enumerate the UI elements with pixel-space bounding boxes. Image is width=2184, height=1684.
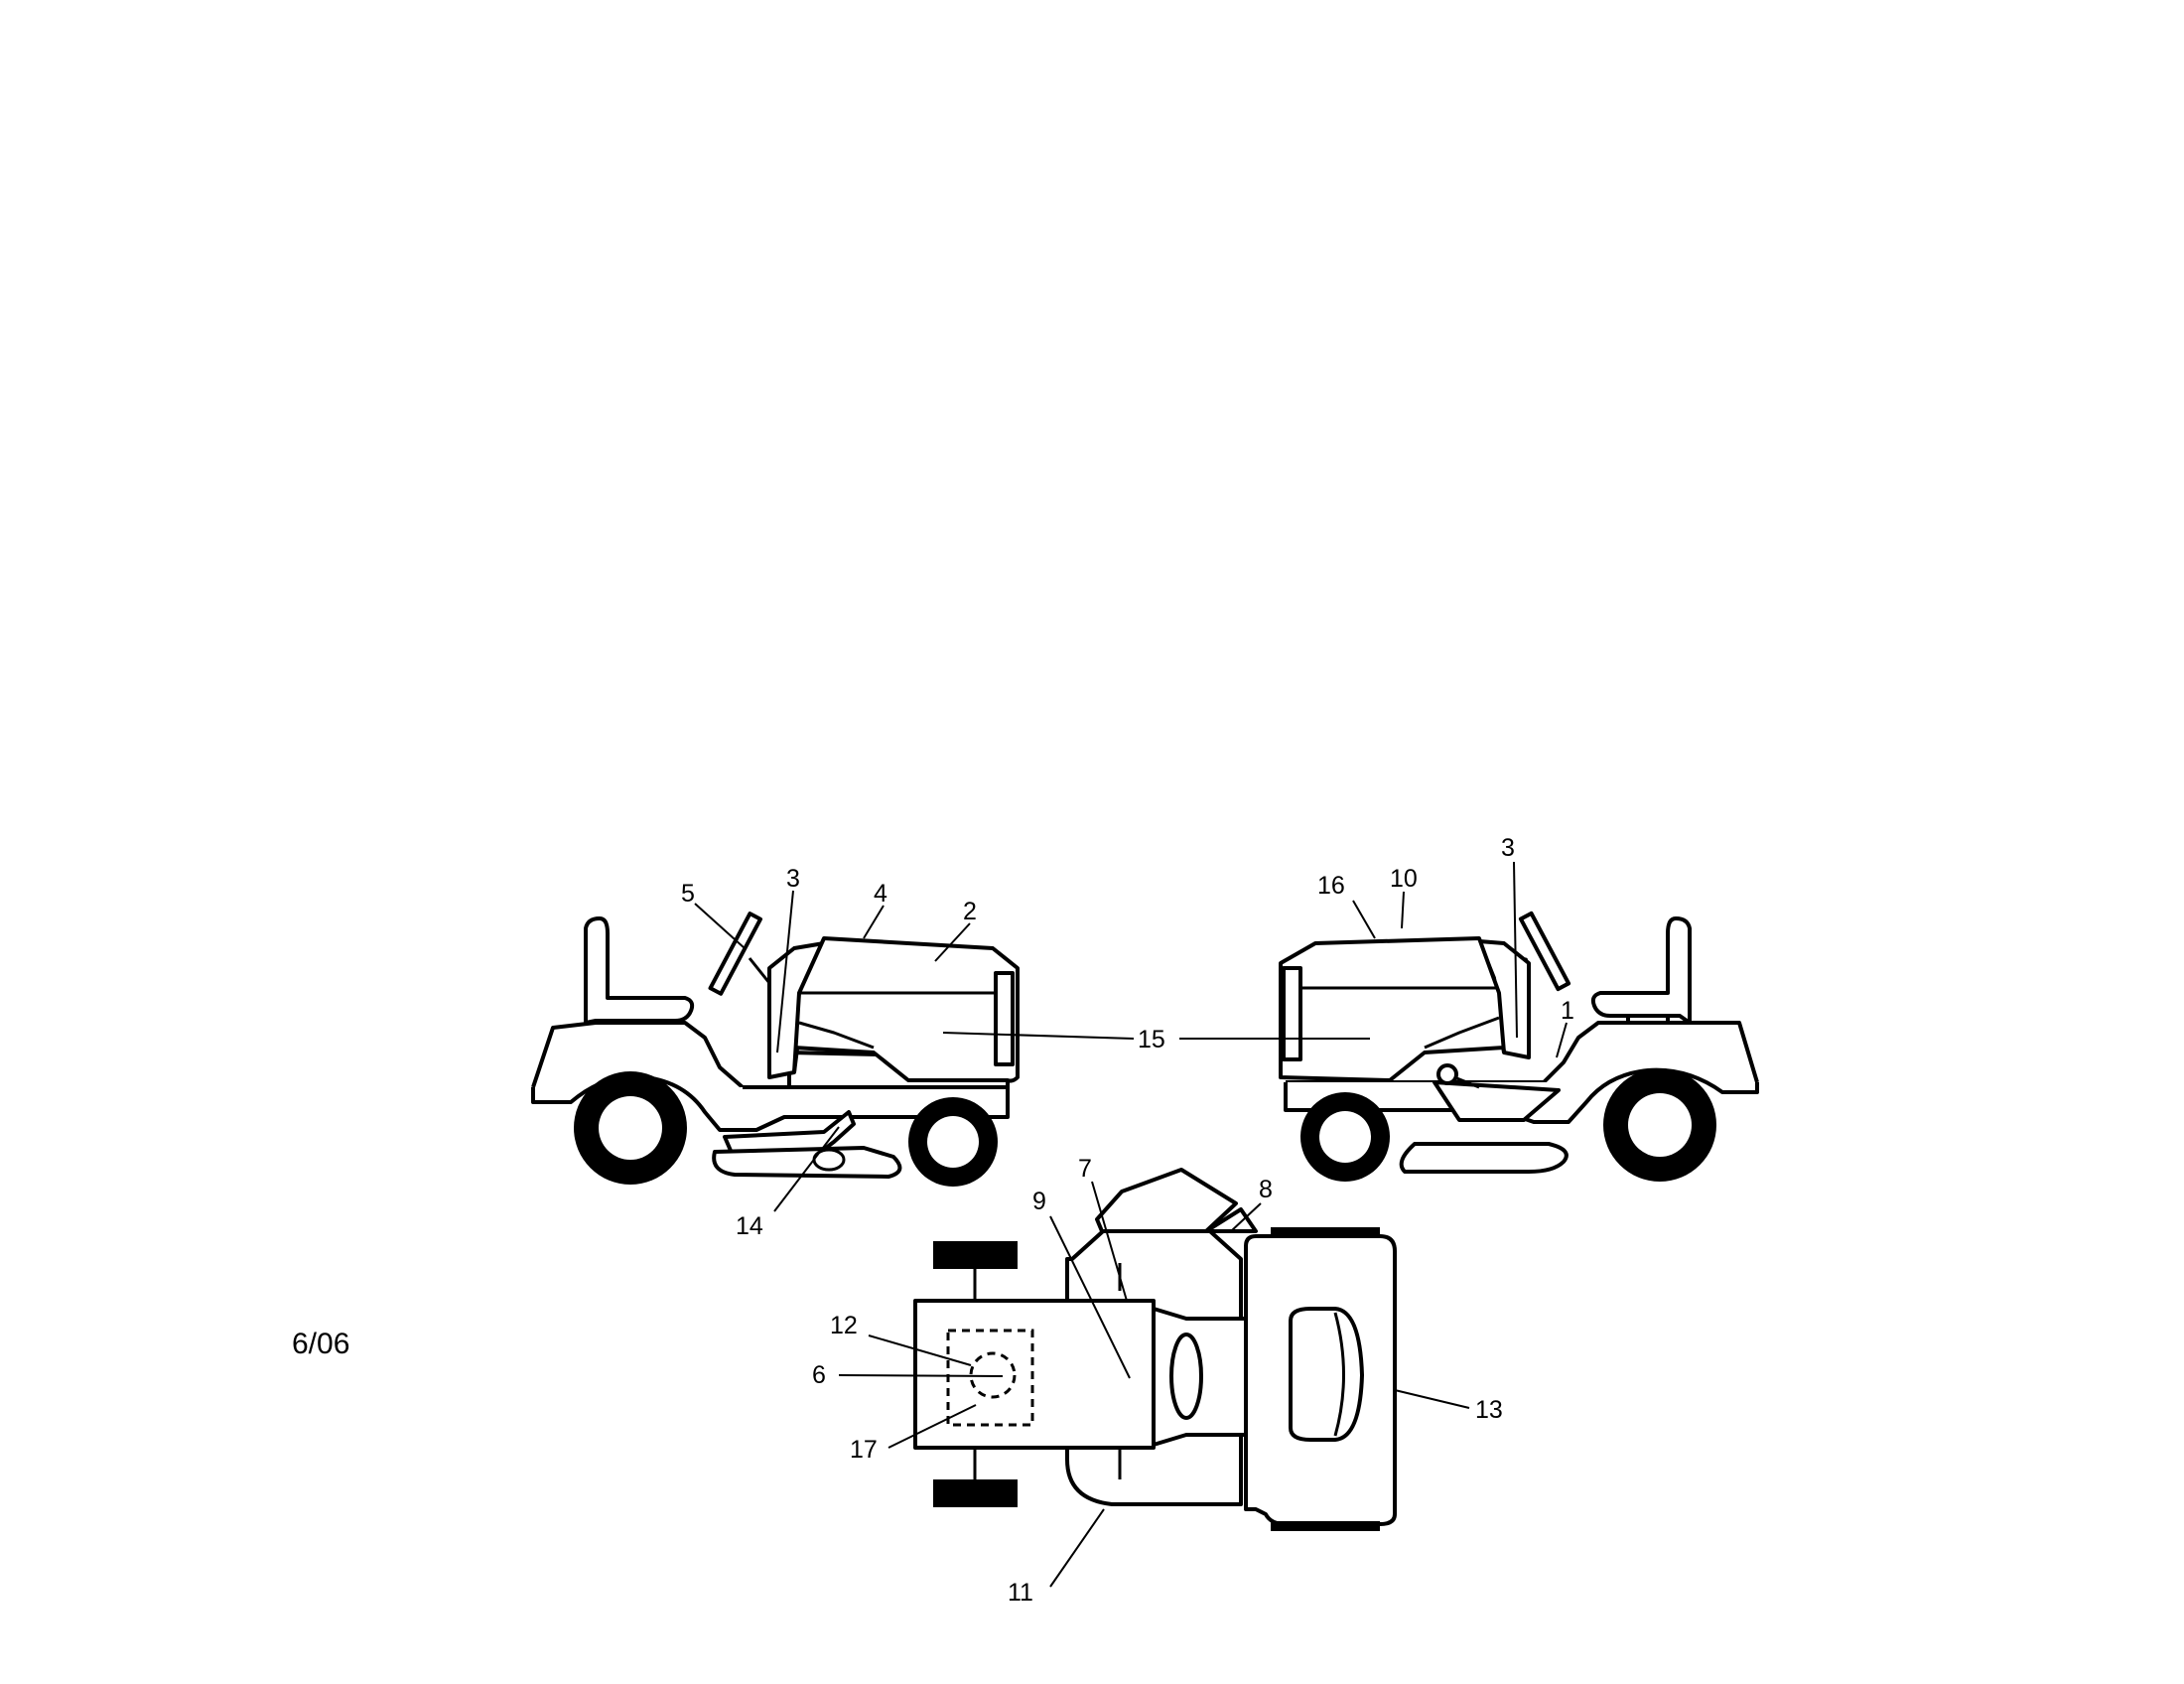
steering-wheel-top — [1169, 1333, 1203, 1420]
rear-fender-right — [1286, 1021, 1759, 1084]
tractor-top-view — [913, 1168, 1397, 1531]
callout-5-left: 5 — [681, 880, 695, 908]
front-tire-top-upper — [933, 1241, 1018, 1269]
callout-17-top: 17 — [850, 1436, 878, 1464]
callout-2-left: 2 — [963, 898, 977, 925]
rear-wheel-right — [1603, 1068, 1716, 1182]
callout-13-top: 13 — [1475, 1396, 1503, 1424]
grille-left — [994, 971, 1015, 1066]
seat-back-top — [1333, 1312, 1345, 1437]
callout-14-left: 14 — [736, 1212, 763, 1240]
callout-6-top: 6 — [812, 1361, 826, 1389]
callout-8-top: 8 — [1259, 1176, 1273, 1203]
callout-15-center: 15 — [1138, 1026, 1165, 1053]
callout-9-top: 9 — [1032, 1188, 1046, 1215]
discharge-chute-top — [1095, 1168, 1238, 1233]
front-tire-top-lower — [933, 1479, 1018, 1507]
tractor-left-side-view — [531, 912, 1020, 1187]
pedal-arm-right — [1453, 1075, 1480, 1089]
hood-top — [913, 1299, 1156, 1450]
date-code: 6/06 — [292, 1328, 350, 1360]
grille-right — [1282, 966, 1302, 1061]
seat-right — [1590, 916, 1692, 1025]
steering-column-left — [748, 957, 771, 984]
callout-12-top: 12 — [830, 1312, 858, 1339]
pedal-right — [1436, 1063, 1458, 1085]
steering-wheel-left — [708, 912, 763, 996]
footrest-right — [1433, 1080, 1561, 1122]
hood-side-crease-right — [1424, 1016, 1500, 1050]
front-wheel-left — [908, 1097, 998, 1187]
tractor-right-side-view — [1279, 911, 1759, 1182]
mower-deck-left — [712, 1146, 902, 1179]
callout-1-right: 1 — [1561, 997, 1574, 1025]
hood-left — [792, 936, 1020, 1083]
rear-tire-top-upper — [1271, 1227, 1380, 1237]
seat-top — [1289, 1307, 1364, 1442]
leader-lines — [694, 861, 1568, 1588]
engine-area-dashed — [946, 1329, 1034, 1427]
callout-11-top: 11 — [1008, 1579, 1033, 1607]
seat-left — [584, 916, 695, 1025]
callout-3-left: 3 — [786, 865, 800, 893]
front-wheel-right — [1300, 1092, 1390, 1182]
callout-16-right: 16 — [1317, 872, 1345, 900]
fuel-cap-dashed — [969, 1351, 1017, 1399]
callout-3-right: 3 — [1501, 834, 1515, 862]
callout-4-left: 4 — [874, 880, 887, 908]
steering-wheel-right — [1518, 911, 1571, 992]
rear-wheel-left — [574, 1071, 687, 1185]
hood-side-crease-left — [798, 1021, 875, 1050]
mower-deck-right — [1399, 1142, 1569, 1174]
rear-tire-top-lower — [1271, 1521, 1380, 1531]
callout-7-top: 7 — [1078, 1155, 1092, 1183]
hood-right — [1279, 936, 1506, 1082]
callout-numbers: 5 3 4 2 15 14 16 10 3 1 7 9 8 12 6 17 11… — [681, 834, 1574, 1607]
callout-10-right: 10 — [1390, 865, 1418, 893]
